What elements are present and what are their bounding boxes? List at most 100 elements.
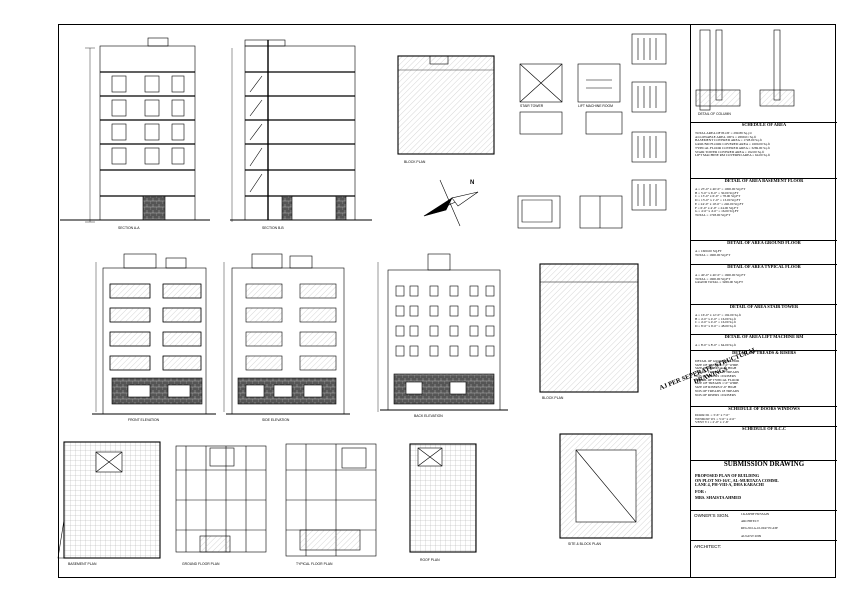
label-front-elevation: FRONT ELEVATION — [128, 418, 160, 422]
owner-name: MRS. SHAISTA AHMED — [695, 495, 742, 501]
area-row: LIFT MACHINE RM COVERED AREA = 64.00 Sq.… — [695, 153, 771, 158]
owners-sign-label: OWNER'S SIGN. — [694, 513, 730, 518]
lift-rows: A = 8'-0" x 8'-0" = 64.00 Sq.ft — [691, 343, 837, 350]
basement-row: C = 13'-0" x 6'-0" = 78.00 SQ.FT — [695, 194, 741, 199]
label-lift-machine: LIFT MACHINE ROOM — [578, 104, 613, 108]
ground-area-heading: DETAIL OF AREA GROUND FLOOR — [727, 240, 801, 245]
label-basement-plan: BASEMENT PLAN — [68, 562, 97, 566]
sheet-border — [58, 24, 836, 578]
area-row: BASEMENT COVERED AREA = 1728.00 Sq.ft — [695, 138, 762, 143]
stair-row: A = 16'-0" x 12'-0" = 192.00 Sq.ft — [695, 313, 741, 317]
treads-row: NOS OF TREADS 18 TREADS — [695, 370, 740, 375]
label-section-aa: SECTION A-A — [118, 226, 140, 230]
doors-row: DOOR D1 = 3'-6" x 7'-0" — [695, 413, 730, 417]
typical-total: TOTAL = 1600.00 SQ.FT — [695, 276, 731, 281]
ground-row: A = 1600.00 SQ.FT — [695, 249, 722, 253]
doors-heading: SCHEDULE OF DOORS WINDOWS — [728, 406, 800, 411]
back-elevation-drawing — [377, 253, 508, 412]
basement-row: G = 4'-0" x 4'-0" = 16.00 SQ.FT — [695, 209, 739, 214]
basement-row: D = 13'-0" x 1'-0" = 13.00 SQ.FT — [695, 198, 741, 203]
treads-row: SIZE OF RISERS 0'-6" HIGH — [695, 385, 737, 390]
schedule-of-area-heading: SCHEDULE OF AREA — [741, 122, 787, 127]
treads-rows: DETAIL OF GROUND FLOOR SIZE OF TREADS 1'… — [691, 359, 837, 406]
architect-title: ARCHITECT — [741, 519, 759, 523]
architect-reg: REG.NO.A-10-0047 PCATP — [741, 526, 778, 530]
label-stair-tower: STAIR TOWER — [520, 104, 544, 108]
treads-row: DETAIL OF TYPICAL FLOOR — [695, 377, 739, 382]
stair-row: D = 8'-0" x 6'-0" = 48.00 Sq.ft — [695, 324, 737, 329]
title-block: SCHEDULE OF AREA TOTAL AREA OF PLOT = 29… — [690, 24, 837, 578]
typical-plan-drawing — [285, 443, 377, 557]
front-elevation-drawing — [92, 253, 216, 415]
stair-rows: A = 16'-0" x 12'-0" = 192.00 Sq.ft B = 4… — [691, 313, 837, 334]
side-elevation-drawing — [223, 253, 350, 415]
typical-area-heading: DETAIL OF AREA TYPICAL FLOOR — [727, 264, 801, 269]
architect-name: J.KASHIF HUSSAIN — [741, 512, 770, 516]
ground-plan-drawing — [175, 445, 267, 553]
label-typical-plan: TYPICAL FLOOR PLAN — [296, 562, 333, 566]
architect-label: ARCHITECT: — [694, 544, 722, 549]
treads-heading: DETAIL OF TREADS & RISERS — [732, 350, 796, 355]
architect-block: ARCHITECT: — [691, 540, 837, 578]
doors-row: WINDOW W1 = 5'-0" x 4'-0" — [695, 416, 736, 421]
stair-area-heading: DETAIL OF AREA STAIR TOWER — [729, 304, 799, 309]
north-arrow — [423, 179, 479, 227]
treads-row: SIZE OF TREADS 1'-0" WIDE — [695, 362, 739, 367]
project-line: LANE 4, PH-VIII-A, DHA KARACHI — [695, 482, 764, 488]
doors-row: VENT V1 = 2'-0" x 1'-6" — [695, 420, 729, 425]
label-detail-column: DETAIL OF COLUMN — [698, 112, 731, 116]
area-row: STAIR TOWER COVERED AREA = 192.00 Sq.ft — [695, 149, 765, 154]
treads-row: NOS OF RISERS 19 RISERS — [695, 392, 736, 397]
basement-row: E = 24'-0" x 10'-0" = 240.00 SQ.FT — [695, 201, 744, 206]
basement-rows: A = 25'-0" x 40'-0" = 1000.00 SQ.FT B = … — [691, 187, 837, 240]
area-row: GROUND FLOOR COVERED AREA = 1600.00 Sq.f… — [695, 142, 771, 147]
basement-row: A = 25'-0" x 40'-0" = 1000.00 SQ.FT — [695, 187, 746, 191]
treads-row: DETAIL OF GROUND FLOOR — [695, 359, 740, 363]
roof-plan-drawing — [409, 443, 477, 553]
stair-row: B = 4'-0" x 4'-0" = 16.00 Sq.ft — [695, 316, 736, 321]
basement-area-heading: DETAIL OF AREA BASEMENT FLOOR — [724, 178, 804, 183]
area-row: ALLOWABLE AREA 100% = 2699.01 Sq.ft — [695, 134, 757, 139]
typical-row: A = 40'-0" x 40'-0" = 1600.00 SQ.FT — [695, 273, 746, 277]
treads-row: NOS OF TREADS 18 TREADS — [695, 388, 740, 393]
treads-row: SIZE OF TREADS 1'-0" WIDE — [695, 381, 739, 386]
label-block-plan: BLOCK PLAN — [404, 160, 426, 164]
ground-rows: A = 1600.00 SQ.FT TOTAL = 1600.00 SQ.FT — [691, 249, 837, 264]
label-site-plan: SITE & BLOCK PLAN — [568, 542, 601, 546]
block-plan-2-drawing — [539, 263, 639, 393]
basement-row: F = 6'-0" x 4'-0" = 24.00 SQ.FT — [695, 205, 739, 210]
drawing-date: AUGUST 2009 — [741, 534, 762, 538]
ground-total: TOTAL = 1600.00 SQ.FT — [695, 252, 731, 257]
lift-area-heading: DETAIL OF AREA LIFT MACHINE RM — [724, 334, 804, 339]
section-aa-drawing — [60, 37, 210, 223]
owner-sign-block: OWNER'S SIGN. J.KASHIF HUSSAIN ARCHITECT… — [691, 510, 837, 540]
label-block-plan-2: BLOCK PLAN — [542, 396, 564, 400]
label-side-elevation: SIDE ELEVATION — [262, 418, 290, 422]
basement-plan-drawing — [57, 441, 161, 559]
basement-row: B = 5'-0" x 6'-0" = 30.00 SQ.FT — [695, 190, 739, 195]
label-back-elevation: BACK ELEVATION — [414, 414, 443, 418]
stair-lift-details — [517, 63, 623, 229]
rcc-heading: SCHEDULE OF R.C.C — [742, 426, 786, 431]
doors-rows: DOOR D1 = 3'-6" x 7'-0" WINDOW W1 = 5'-0… — [691, 413, 837, 426]
submission-title: SUBMISSION DRAWING — [723, 460, 805, 468]
area-row: TOTAL AREA OF PLOT = 299.89 Sq.yd — [695, 131, 752, 135]
column-detail — [695, 29, 795, 111]
label-roof-plan: ROOF PLAN — [420, 558, 440, 562]
stair-row: C = 4'-0" x 4'-0" = 16.00 Sq.ft — [695, 320, 736, 325]
label-north: N — [470, 180, 475, 186]
block-plan-drawing — [397, 55, 495, 155]
typical-grand-total: GRAND TOTAL = 3269.00 SQ.FT — [695, 280, 744, 285]
label-section-bb: SECTION B-B — [262, 226, 284, 230]
basement-total: TOTAL = 1728.00 SQ.FT — [695, 213, 731, 218]
area-rows: TOTAL AREA OF PLOT = 299.89 Sq.yd ALLOWA… — [691, 131, 837, 178]
project-description: PROPOSED PLAN OF BUILDING ON PLOT NO-16/… — [691, 473, 837, 504]
label-ground-plan: GROUND FLOOR PLAN — [182, 562, 220, 566]
lift-row: A = 8'-0" x 8'-0" = 64.00 Sq.ft — [695, 343, 736, 347]
treads-row: NOS OF RISERS 19 RISERS — [695, 373, 736, 378]
project-line: ON PLOT NO-16/C, AL-MURTAZA COMML — [695, 477, 779, 483]
treads-row: SIZE OF RISERS 0'-6" HIGH — [695, 366, 737, 371]
typical-rows: A = 40'-0" x 40'-0" = 1600.00 SQ.FT TOTA… — [691, 273, 837, 304]
